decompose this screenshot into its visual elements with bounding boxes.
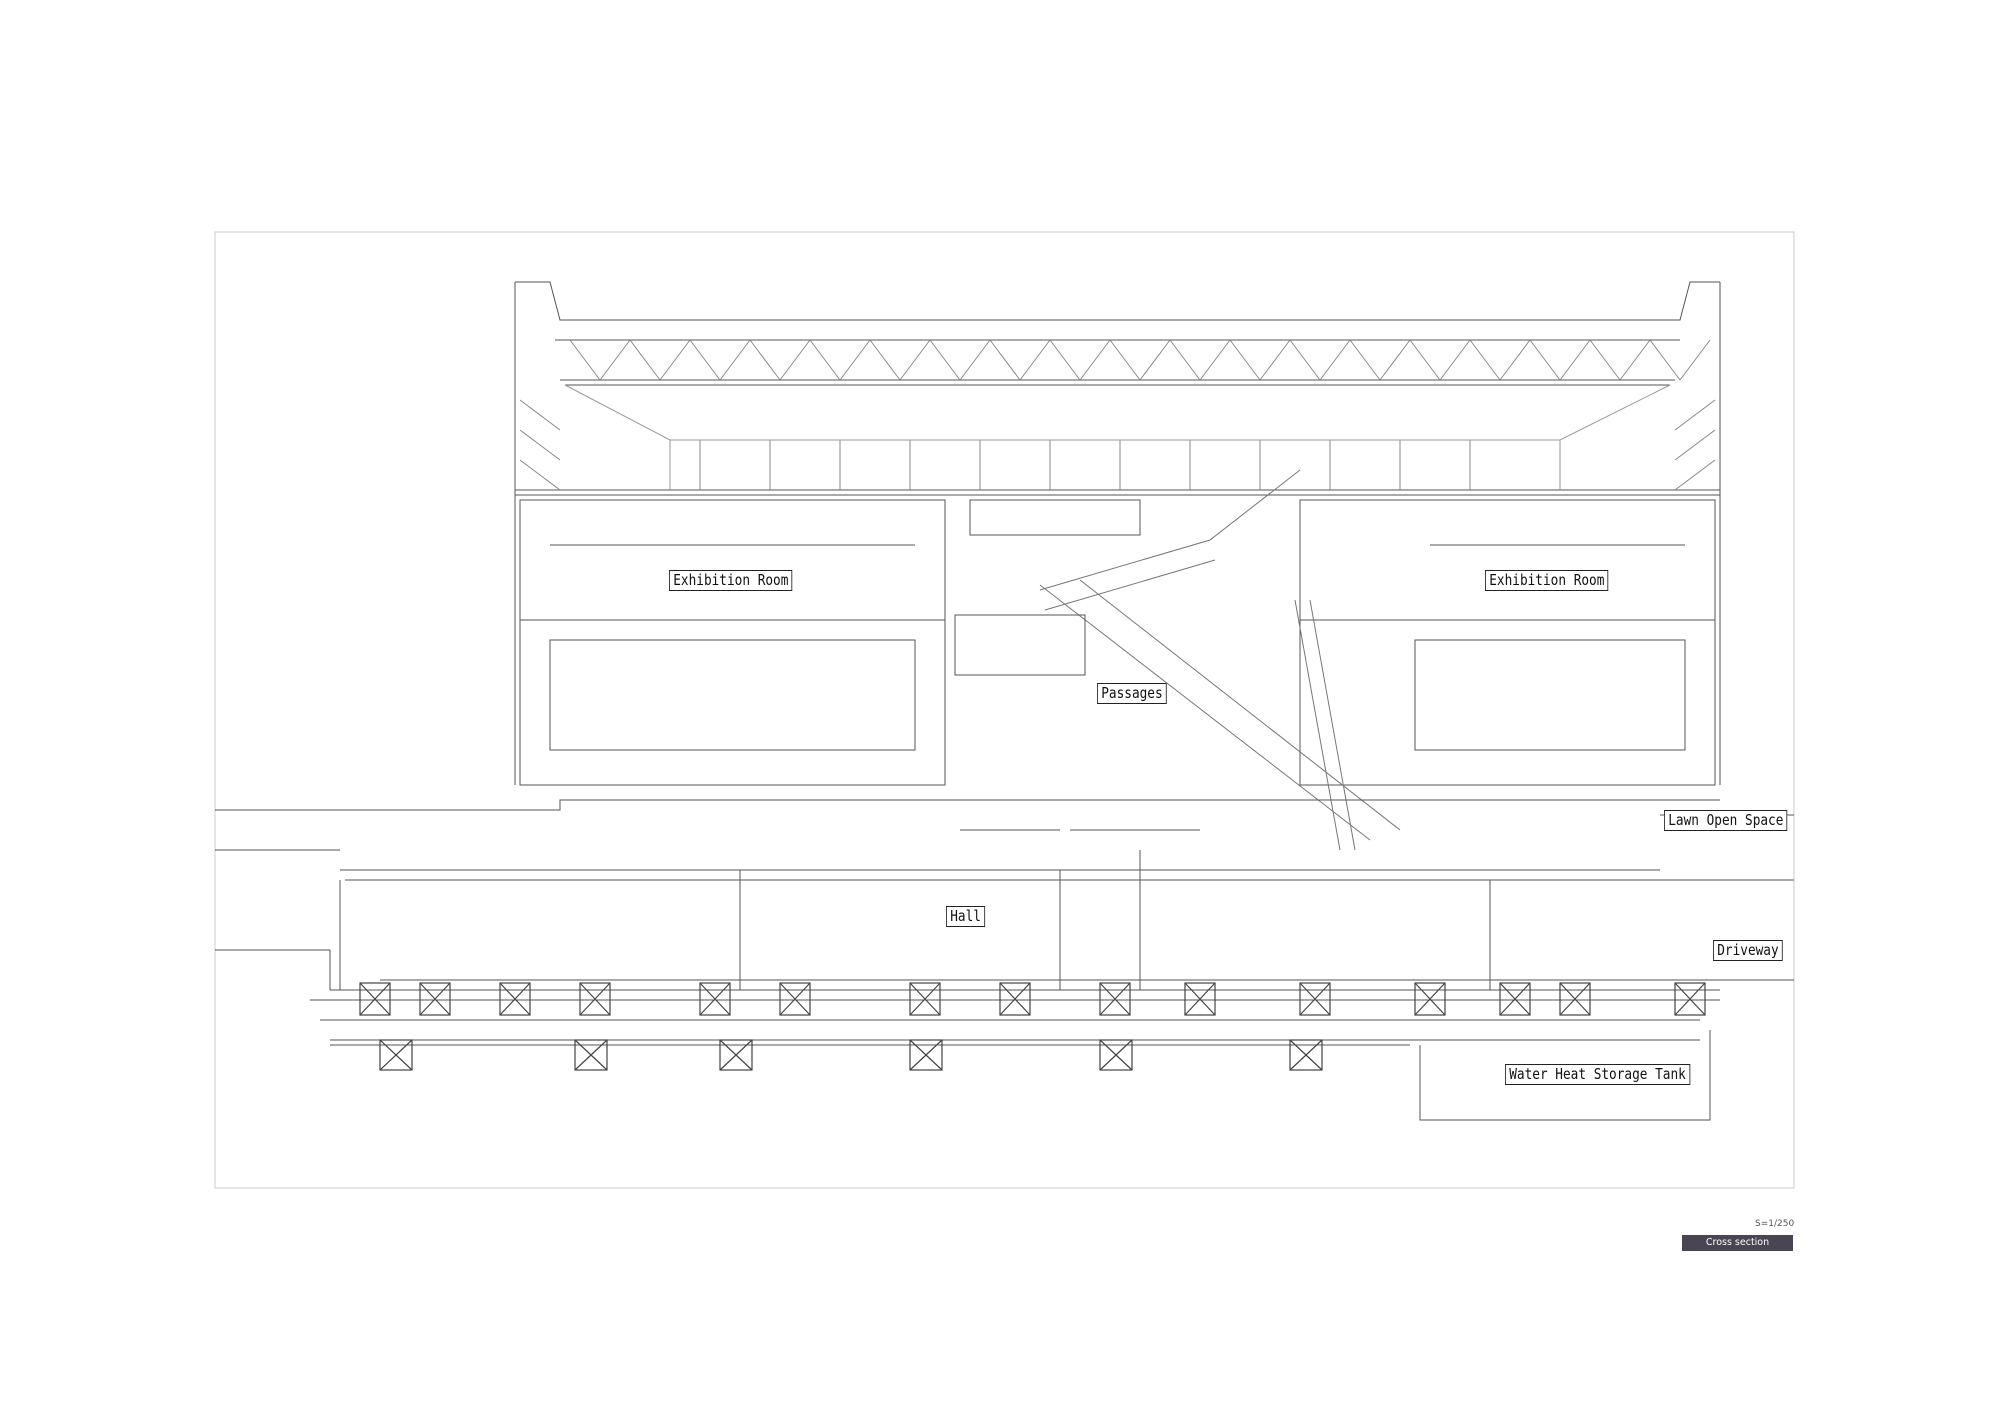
footing bbox=[359, 982, 391, 1016]
foundation-footings bbox=[359, 982, 1706, 1071]
sheet-frame bbox=[214, 231, 1795, 1189]
caption-badge: Cross section perspective bbox=[1682, 1235, 1793, 1264]
label-exhibition-room-left: Exhibition Room bbox=[669, 570, 793, 591]
footing bbox=[999, 982, 1031, 1016]
footing bbox=[499, 982, 531, 1016]
footing bbox=[1299, 982, 1331, 1016]
pile-cap bbox=[574, 1039, 608, 1071]
pile-cap bbox=[909, 1039, 943, 1071]
label-water-heat-storage-tank: Water Heat Storage Tank bbox=[1505, 1064, 1691, 1085]
pile-cap bbox=[379, 1039, 413, 1071]
footing bbox=[909, 982, 941, 1016]
label-passages: Passages bbox=[1097, 683, 1167, 704]
footing bbox=[1499, 982, 1531, 1016]
pile-cap bbox=[719, 1039, 753, 1071]
label-exhibition-room-right: Exhibition Room bbox=[1485, 570, 1609, 591]
scale-note: S=1/250 bbox=[1755, 1219, 1795, 1229]
footing bbox=[579, 982, 611, 1016]
footing bbox=[419, 982, 451, 1016]
footing bbox=[1559, 982, 1591, 1016]
pile-cap bbox=[1289, 1039, 1323, 1071]
footing bbox=[779, 982, 811, 1016]
footing bbox=[1184, 982, 1216, 1016]
label-lawn-open-space: Lawn Open Space bbox=[1664, 810, 1788, 831]
footing bbox=[1414, 982, 1446, 1016]
footing bbox=[699, 982, 731, 1016]
label-hall: Hall bbox=[946, 906, 986, 927]
footing bbox=[1099, 982, 1131, 1016]
building-structure bbox=[215, 281, 1794, 1121]
pile-cap bbox=[1099, 1039, 1133, 1071]
footing bbox=[1674, 982, 1706, 1016]
label-driveway: Driveway bbox=[1713, 940, 1783, 961]
